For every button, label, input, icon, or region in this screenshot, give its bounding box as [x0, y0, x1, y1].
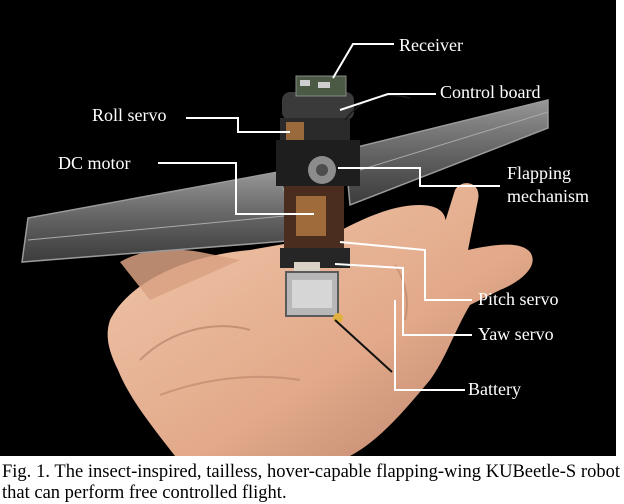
label-flapping-line1: Flapping	[507, 163, 572, 183]
robot-body	[276, 75, 411, 373]
hand	[107, 183, 533, 456]
label-control-board: Control board	[440, 82, 541, 102]
caption-text: The insect-inspired, tailless, hover-cap…	[2, 462, 620, 503]
label-pitch-servo: Pitch servo	[478, 289, 559, 309]
label-roll-servo: Roll servo	[92, 105, 167, 125]
wings	[21, 99, 549, 263]
figure-caption: Fig. 1. The insect-inspired, tailless, h…	[2, 462, 620, 504]
leader-receiver	[332, 43, 394, 79]
leader-dc-motor	[158, 162, 314, 215]
leader-control-board	[339, 93, 436, 111]
leader-pitch-servo	[339, 241, 472, 301]
leader-yaw-servo	[334, 263, 472, 336]
label-flapping-line2: mechanism	[507, 186, 589, 206]
label-yaw-servo: Yaw servo	[478, 324, 554, 344]
leader-lines	[158, 43, 500, 391]
caption-prefix: Fig. 1.	[2, 462, 50, 482]
label-receiver: Receiver	[399, 35, 463, 55]
robot-illustration	[21, 43, 549, 456]
label-battery: Battery	[468, 379, 521, 399]
leader-roll-servo	[186, 117, 290, 133]
robot-photo: Receiver Control board Roll servo DC mot…	[0, 0, 616, 456]
leader-battery	[394, 300, 465, 391]
label-dc-motor: DC motor	[58, 153, 131, 173]
leader-flapping	[338, 167, 500, 187]
